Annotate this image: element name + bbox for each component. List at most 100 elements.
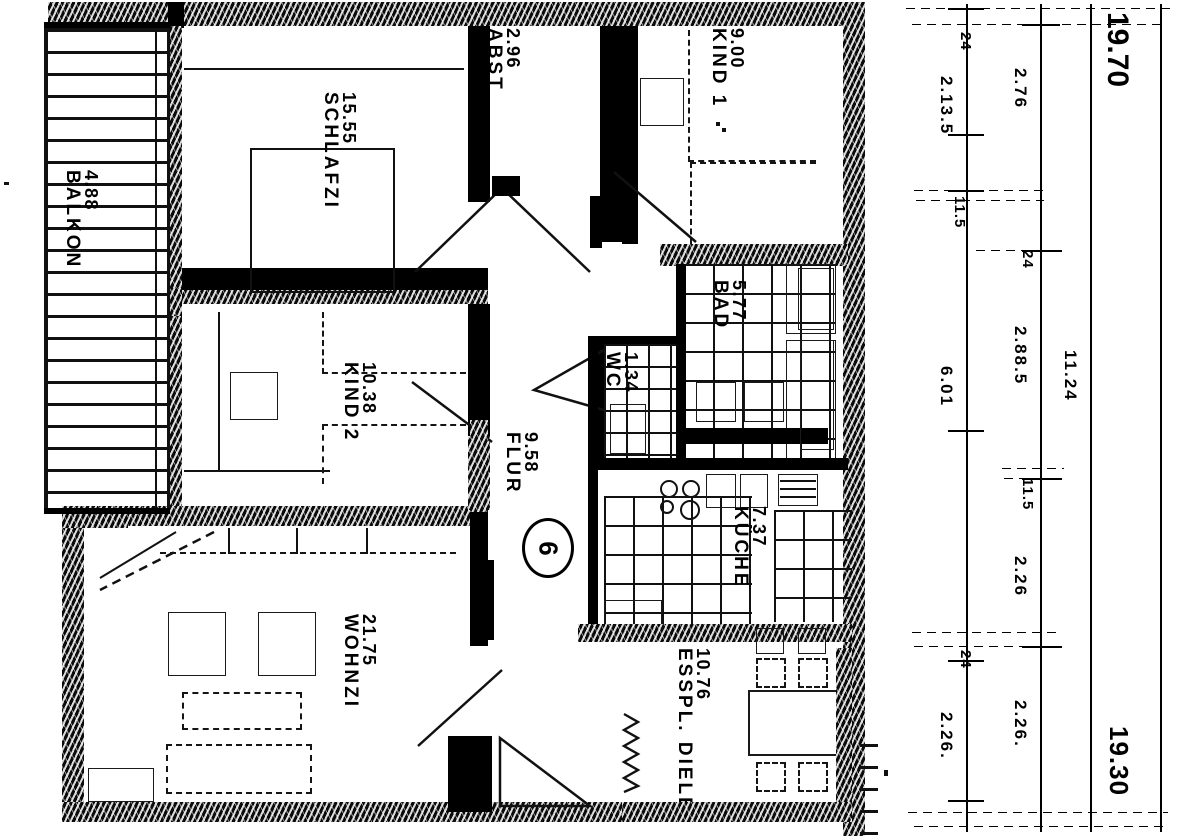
wall-abst-right [600, 26, 622, 242]
room-name-kind1: KIND 1 [707, 28, 729, 109]
furniture-dining-chair-2 [798, 658, 828, 688]
room-name-esspl: ESSPL. DIELE [673, 648, 695, 813]
room-name-abst: ABST [483, 28, 505, 92]
wall-schlafzi-bottom [182, 268, 488, 290]
exterior-wall-bottom-right [622, 802, 852, 822]
dim-value-115-b: 11.5 [1019, 478, 1036, 511]
apartment-number-value: 6 [533, 540, 564, 556]
furniture-wohnzi-chair-2 [258, 612, 316, 676]
furniture-esspl-cabinet [756, 628, 784, 654]
fixture-fridge-line-2 [780, 488, 816, 490]
wall-stub-abst-door [492, 176, 520, 196]
dim-tick-e [948, 8, 984, 10]
furniture-wohnzi-side [88, 768, 154, 802]
dim-value-overall-top: 19.70 [1101, 12, 1134, 88]
fixture-fridge-line-3 [780, 496, 816, 498]
dim-value-115-a: 11.5 [951, 196, 968, 229]
fixture-kitchen-sink-b [740, 474, 768, 508]
kueche-floor-tiles [604, 496, 752, 636]
dim-value-288: 2.88.5 [1011, 326, 1030, 386]
furniture-wohnzi-sofa [166, 744, 312, 794]
wall-esspl-divider-hatch [836, 648, 852, 808]
door-swing-wohnzi-lower [496, 735, 594, 810]
furniture-kind2-bed-b [322, 424, 466, 484]
room-area-kind2: 10.38 [359, 362, 379, 415]
room-area-kind1: 9.00 [727, 28, 747, 70]
dim-ext-line-5 [976, 250, 1056, 252]
fixture-kitchen-sink-a [706, 474, 736, 508]
balcony-decking [47, 29, 167, 509]
dim-overall-line [1160, 4, 1162, 832]
dim-ext-line-4 [916, 200, 1044, 202]
furniture-dining-chair-1 [756, 658, 786, 688]
fixture-stove-burner-2 [682, 480, 700, 498]
balcony-cap-bottom [44, 508, 170, 514]
fixture-kitchen-fridge [778, 474, 818, 506]
wall-kueche-top [598, 458, 848, 470]
scan-mark-right [884, 770, 888, 776]
dim-chain-middle-line [1040, 4, 1042, 832]
shaft-right-upper [798, 268, 834, 330]
wall-wc-left [596, 336, 604, 458]
dim-chain-outer-line [966, 4, 968, 832]
wall-wc-top [596, 336, 680, 344]
fixture-bad-sink-b [744, 382, 784, 422]
radiator-icon [620, 712, 642, 799]
exterior-wall-right [843, 2, 865, 452]
dim-tick-b [1022, 250, 1062, 252]
room-label-flur: FLUR 9.58 [502, 432, 541, 495]
furniture-kind1-desk [640, 78, 684, 126]
room-label-schlafzi: SCHLAFZI 15.55 [320, 92, 359, 210]
wall-kind2-right [468, 304, 490, 436]
room-name-bad: BAD [709, 280, 731, 331]
apartment-number-badge: 6 [522, 518, 574, 578]
room-label-abst: ABST 2.96 [483, 28, 523, 92]
wall-stub-kind1-door [590, 196, 602, 248]
room-label-kueche: KÜCHE 7.37 [730, 506, 769, 589]
fixture-wc-toilet [610, 404, 646, 454]
exterior-wall-left-upper [168, 2, 184, 28]
dim-tick-g [948, 190, 984, 192]
scan-mark-kind1 [716, 122, 720, 126]
furniture-dining-chair-3 [756, 762, 786, 792]
room-label-bad: BAD 5.77 [709, 280, 749, 331]
furniture-wardrobe-schlafzi [184, 30, 464, 70]
dim-value-226-c: 2.26. [937, 712, 956, 760]
furniture-esspl-cabinet-b [798, 628, 826, 654]
furniture-kind1-bed [688, 30, 816, 162]
dim-value-1124: 11.24 [1061, 350, 1080, 402]
room-label-wohnzi: WOHNZI 21.75 [340, 614, 379, 709]
wall-schlafzi-bottom-hatch [182, 290, 488, 304]
furniture-wohnzi-shelf-div-2 [296, 528, 298, 554]
dim-value-24-a: 24 [957, 32, 974, 51]
furniture-wohnzi-shelf-div-3 [366, 528, 368, 554]
furniture-dining-chair-4 [798, 762, 828, 792]
wall-wohnzi-right-lower [448, 736, 492, 812]
dim-ext-line-1 [906, 8, 1176, 10]
dim-ext-line-8 [912, 632, 1060, 634]
door-swing-wc [528, 346, 608, 414]
room-name-balkon: BALKON [61, 170, 83, 270]
dim-tick-c [1022, 478, 1062, 480]
dim-tick-j [948, 800, 984, 802]
dim-tick-h [948, 430, 984, 432]
balcony-wall-left-b [168, 288, 182, 316]
room-area-schlafzi: 15.55 [339, 92, 359, 145]
dim-value-2135: 2.13.5 [937, 76, 956, 136]
wall-wohnzi-top [128, 506, 480, 526]
room-area-abst: 2.96 [503, 28, 523, 70]
dim-value-226-a: 2.26 [1011, 556, 1030, 598]
dim-tick-i [948, 660, 984, 662]
dim-value-24-b: 24 [1019, 250, 1036, 269]
balcony-wall-left-a [168, 26, 182, 288]
room-area-esspl: 10.76 [693, 648, 713, 701]
wall-wohnzi-right-upper [472, 560, 494, 640]
room-label-kind2: KIND 2 10.38 [340, 362, 379, 442]
fixture-stove-burner-1 [660, 480, 678, 498]
dim-value-601: 6.01 [937, 366, 956, 408]
dim-value-226-b: 2.26. [1011, 700, 1030, 748]
dim-tick-a [1022, 24, 1060, 26]
dim-ext-line-11 [914, 826, 1164, 828]
terrace-decking-bottom [860, 744, 878, 836]
door-swing-kind1 [610, 168, 700, 248]
